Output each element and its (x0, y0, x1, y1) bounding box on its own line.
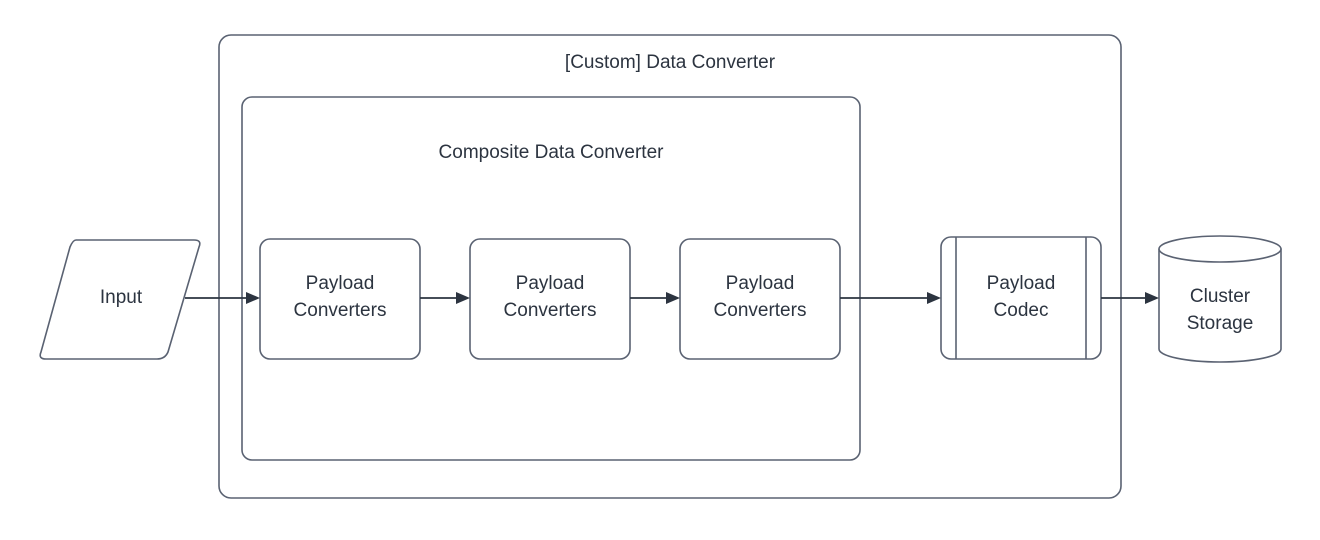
custom-data-converter-label: [Custom] Data Converter (565, 52, 776, 73)
connector-payload-converters-2-to-3 (630, 292, 680, 304)
payload-converters-2-label-line1: Payload (516, 273, 585, 294)
node-payload-codec[interactable]: Payload Codec (940, 236, 1102, 360)
payload-converters-3-shape (679, 238, 841, 360)
composite-data-converter-label: Composite Data Converter (439, 142, 665, 163)
node-input[interactable]: Input (39, 239, 201, 360)
connector-pc2-to-pc3-arrowhead (666, 292, 680, 304)
payload-codec-label-line2: Codec (994, 300, 1049, 321)
payload-codec-shape (940, 236, 1102, 360)
input-label: Input (100, 287, 143, 308)
cluster-storage-label-line1: Cluster (1190, 286, 1251, 307)
payload-converters-3-label-line2: Converters (714, 300, 807, 321)
connector-pc1-to-pc2-arrowhead (456, 292, 470, 304)
payload-converters-3-label-line1: Payload (726, 273, 795, 294)
node-payload-converters-3[interactable]: Payload Converters (679, 238, 841, 360)
cluster-storage-label-line2: Storage (1187, 313, 1254, 334)
connector-payload-converters-1-to-2 (420, 292, 470, 304)
cluster-storage-top (1158, 235, 1282, 263)
connector-pc3-to-codec-arrowhead (927, 292, 941, 304)
payload-converters-2-shape (469, 238, 631, 360)
payload-codec-label-line1: Payload (987, 273, 1056, 294)
node-payload-converters-1[interactable]: Payload Converters (259, 238, 421, 360)
connector-codec-to-cluster-storage (1101, 292, 1159, 304)
node-cluster-storage[interactable]: Cluster Storage (1158, 235, 1282, 363)
cluster-storage-body (1158, 248, 1282, 363)
connector-input-to-payload-converters-1 (185, 292, 260, 304)
payload-converters-1-shape (259, 238, 421, 360)
connector-input-to-pc1-arrowhead (246, 292, 260, 304)
payload-converters-1-label-line1: Payload (306, 273, 375, 294)
input-shape (39, 239, 201, 360)
payload-converters-1-label-line2: Converters (294, 300, 387, 321)
connector-codec-to-storage-arrowhead (1145, 292, 1159, 304)
node-payload-converters-2[interactable]: Payload Converters (469, 238, 631, 360)
connector-payload-converters-3-to-codec (840, 292, 941, 304)
payload-converters-2-label-line2: Converters (504, 300, 597, 321)
